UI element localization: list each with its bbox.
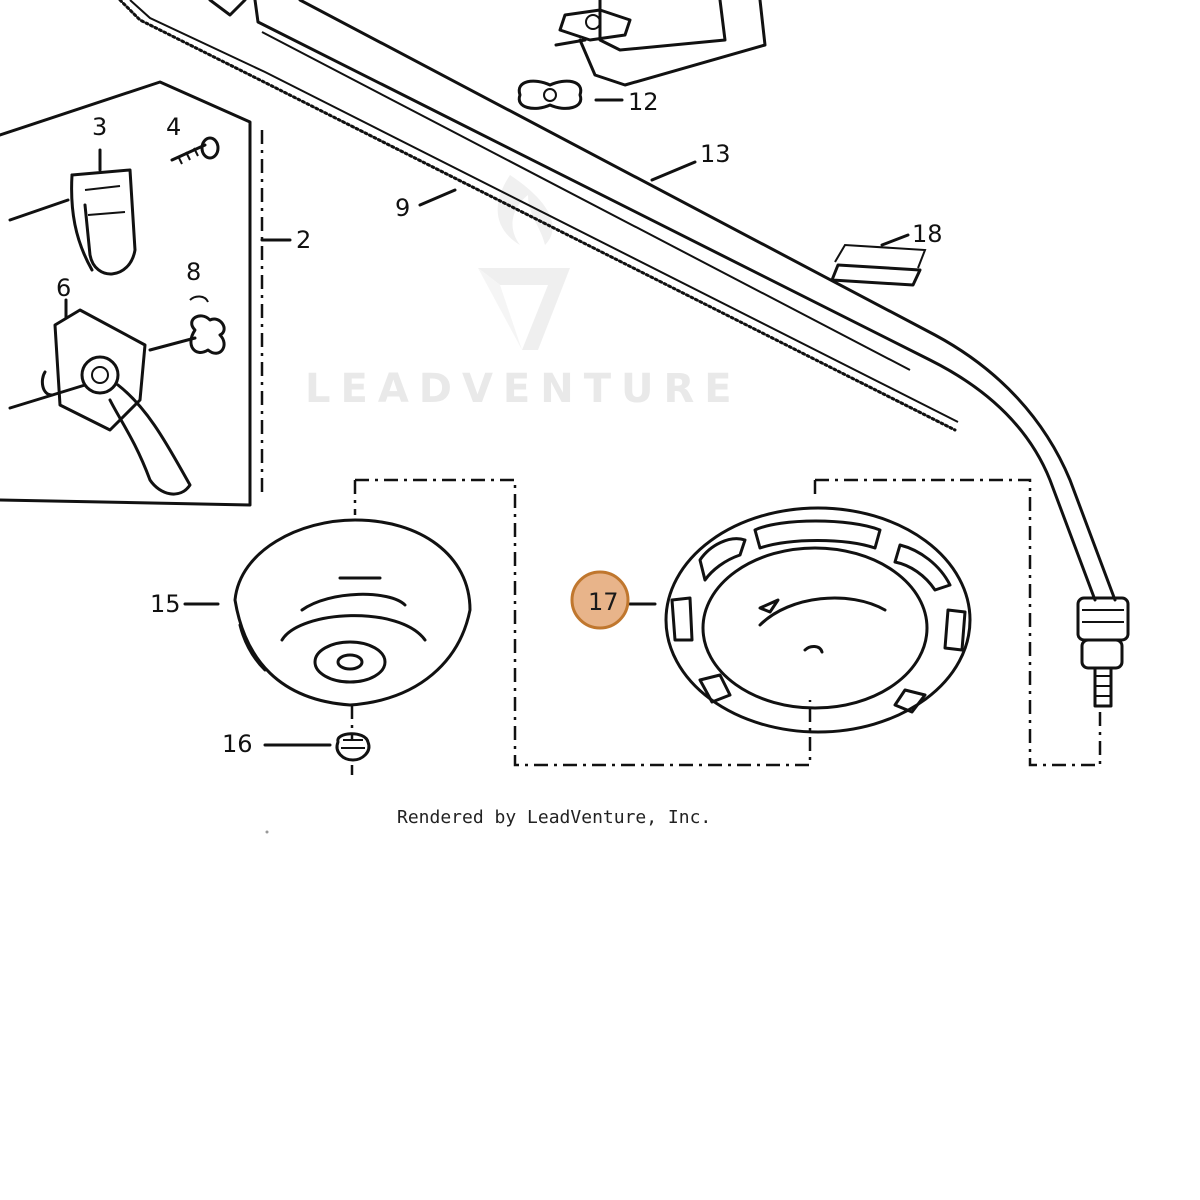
watermark-text: LEADVENTURE (305, 366, 742, 412)
part-label-6: 6 (56, 274, 71, 302)
credit-text: Rendered by LeadVenture, Inc. (397, 807, 711, 828)
decal-part (830, 233, 927, 287)
part-label-13: 13 (700, 140, 731, 168)
part-label-15: 15 (150, 590, 181, 618)
part-label-18: 18 (912, 220, 943, 248)
part-label-12: 12 (628, 88, 659, 116)
spool-cover-part (183, 518, 472, 707)
nut-part (263, 732, 371, 762)
part-label-9: 9 (395, 194, 410, 222)
part-label-2: 2 (296, 226, 311, 254)
callout-17[interactable]: 17 (570, 570, 630, 630)
drive-cable (118, 0, 959, 432)
watermark-logo-icon (478, 175, 570, 350)
bolt-part (170, 136, 220, 165)
part-label-16: 16 (222, 730, 253, 758)
handle-bracket (208, 0, 767, 87)
leader-9 (418, 188, 457, 207)
wing-nut-part (517, 79, 624, 110)
leader-13 (650, 160, 697, 182)
inset-box (0, 80, 292, 507)
callout-17-highlight[interactable] (570, 570, 630, 630)
throttle-housing-part (8, 298, 192, 496)
part-label-3: 3 (92, 113, 107, 141)
speck (265, 830, 269, 834)
shaft-tube (253, 0, 1130, 708)
clamp-part (8, 148, 137, 276)
guard-part (628, 506, 972, 734)
part-label-4: 4 (166, 113, 181, 141)
part-label-17[interactable]: 17 (588, 588, 619, 616)
watermark: LEADVENTURE (305, 175, 742, 412)
wing-screw-part (148, 295, 226, 355)
part-label-8: 8 (186, 258, 201, 286)
